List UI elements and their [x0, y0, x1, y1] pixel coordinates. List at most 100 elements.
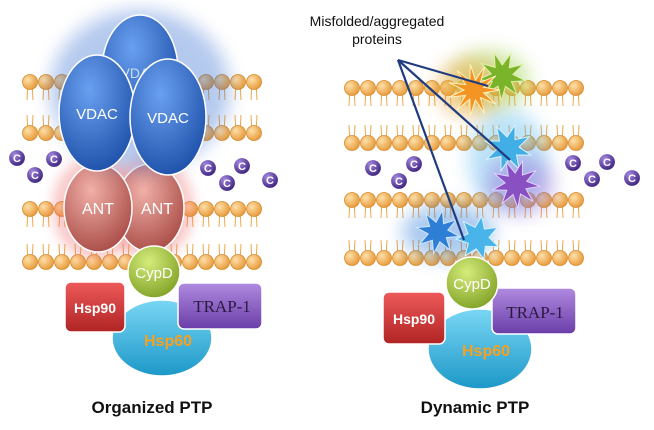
- lipid-head: [22, 74, 38, 90]
- lipid-head: [568, 250, 584, 266]
- chaperone-complex-right: CypD Hsp90 TRAP-1 Hsp60: [382, 256, 577, 390]
- chaperone-complex-left: CypD Hsp90 TRAP-1 Hsp60: [64, 245, 263, 377]
- organized-ptp-caption: Organized PTP: [91, 398, 213, 417]
- lipid-head: [230, 74, 246, 90]
- cytochrome-c-label: C: [410, 159, 418, 171]
- cytochrome-c-label: C: [588, 174, 596, 186]
- cytochrome-c: [44, 149, 64, 169]
- lipid-head: [360, 192, 376, 208]
- cytochrome-c: [198, 158, 218, 178]
- lipid-head: [568, 135, 584, 151]
- cytochrome-c-label: C: [266, 175, 274, 187]
- lipid-head: [360, 135, 376, 151]
- cytochrome-c: [232, 156, 252, 176]
- cytochrome-c: [389, 171, 409, 191]
- lipid-head: [376, 192, 392, 208]
- cytochrome-c-label: C: [223, 178, 231, 190]
- ant-complex: ANT ANT: [52, 156, 194, 260]
- lipid-head: [182, 254, 198, 270]
- cytochrome-c-label: C: [369, 163, 377, 175]
- star-blue-protein: [483, 123, 533, 173]
- hsp90-box: [382, 291, 446, 345]
- hsp90-label: Hsp90: [74, 300, 116, 316]
- lipid-head: [198, 201, 214, 217]
- misfolded-proteins: [402, 50, 554, 261]
- lipid-head: [552, 80, 568, 96]
- trap1-box: [491, 287, 577, 335]
- lipid-head: [376, 135, 392, 151]
- cytochrome-c: [582, 169, 602, 189]
- misfolded-proteins-label: Misfolded/aggregated proteins: [272, 12, 482, 48]
- pointer-lines: [396, 58, 511, 241]
- hsp60-label: Hsp60: [144, 333, 192, 350]
- lipid-head: [246, 201, 262, 217]
- lipid-head: [440, 135, 456, 151]
- cytochrome-c-label: C: [238, 161, 246, 173]
- vdac-right: [129, 58, 207, 176]
- lipid-head: [246, 74, 262, 90]
- vdac-complex: VDAC VDAC VDAC: [50, 10, 230, 176]
- star-blue-protein-low-left: [414, 208, 462, 256]
- vdac-label-right: VDAC: [147, 110, 189, 127]
- lipid-head: [360, 250, 376, 266]
- cytochrome-c: [363, 158, 383, 178]
- lipid-head: [230, 201, 246, 217]
- lipid-head: [344, 250, 360, 266]
- ant-label-right: ANT: [141, 201, 173, 218]
- lipid-head: [392, 192, 408, 208]
- ant-label-left: ANT: [82, 201, 114, 218]
- lipid-head: [408, 192, 424, 208]
- cytochrome-c: [404, 154, 424, 174]
- lipid-head: [536, 250, 552, 266]
- vdac-label-left: VDAC: [76, 106, 118, 123]
- lipid-head: [38, 254, 54, 270]
- hsp90-box: [64, 281, 126, 333]
- lipid-head: [376, 80, 392, 96]
- lipid-head: [520, 250, 536, 266]
- lipid-head: [198, 254, 214, 270]
- lipid-head: [38, 201, 54, 217]
- lipid-head: [408, 135, 424, 151]
- lipid-head: [214, 254, 230, 270]
- cypd-circle: [127, 245, 181, 299]
- lipid-head: [504, 250, 520, 266]
- cytochrome-c-label: C: [569, 158, 577, 170]
- hsp60-label: Hsp60: [462, 343, 510, 360]
- lipid-head: [536, 80, 552, 96]
- lipid-head: [552, 192, 568, 208]
- cytochrome-c: [597, 152, 617, 172]
- star-orange-protein: [448, 64, 501, 116]
- lipid-head: [488, 250, 504, 266]
- lipid-head: [246, 254, 262, 270]
- lipid-head: [22, 201, 38, 217]
- lipid-head: [22, 254, 38, 270]
- hsp90-label: Hsp90: [393, 311, 435, 327]
- lipid-head: [344, 80, 360, 96]
- cytochrome-c-label: C: [628, 173, 636, 185]
- lipid-head: [54, 254, 70, 270]
- cypd-label: CypD: [453, 276, 491, 293]
- cypd-label: CypD: [135, 265, 173, 282]
- lipid-head: [214, 201, 230, 217]
- cytochrome-c: [622, 168, 642, 188]
- cytochrome-c: [260, 170, 280, 190]
- dynamic-ptp-caption: Dynamic PTP: [420, 398, 530, 417]
- cytochrome-c: [25, 165, 45, 185]
- lipid-head: [552, 135, 568, 151]
- lipid-head: [344, 135, 360, 151]
- lipid-head: [392, 250, 408, 266]
- lipid-head: [230, 254, 246, 270]
- cytochrome-c: [7, 148, 27, 168]
- trap1-label: TRAP-1: [506, 303, 564, 322]
- label-line-1: Misfolded/aggregated: [309, 13, 445, 29]
- star-blue-protein-low-right: [454, 214, 500, 261]
- lipid-head: [568, 192, 584, 208]
- lipid-head: [246, 125, 262, 141]
- lipid-head: [22, 125, 38, 141]
- lipid-head: [38, 125, 54, 141]
- cytochrome-c-label: C: [603, 157, 611, 169]
- lipid-head: [392, 135, 408, 151]
- label-line-2: proteins: [352, 31, 402, 47]
